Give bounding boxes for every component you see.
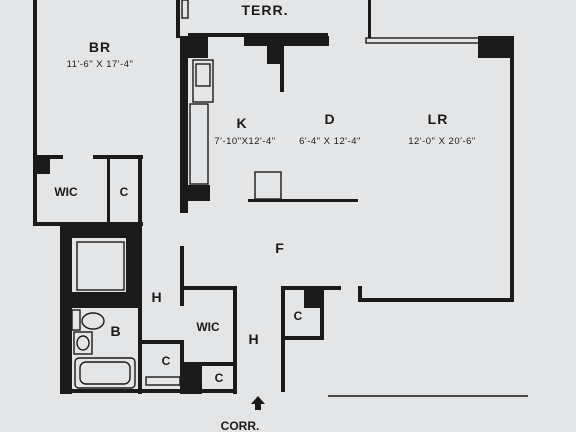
foyer-walls bbox=[180, 246, 341, 392]
dining-label: D bbox=[324, 111, 335, 127]
hall-wic-label: WIC bbox=[196, 320, 220, 334]
kitchen-walls bbox=[180, 36, 358, 213]
bedroom-walls bbox=[33, 0, 180, 226]
bath-label: B bbox=[110, 323, 121, 339]
hall-upper-label: H bbox=[151, 289, 162, 305]
bath-walls bbox=[60, 226, 142, 394]
hall-closet-label: C bbox=[215, 371, 224, 385]
bedroom-dims: 11'-6" X 17'-4" bbox=[67, 59, 134, 70]
living-room-label: LR bbox=[428, 111, 449, 127]
living-room-dims: 12'-0" X 20'-6" bbox=[408, 136, 476, 147]
foyer-label: F bbox=[275, 240, 285, 256]
kitchen-label: K bbox=[236, 115, 247, 131]
dining-dims: 6'-4" X 12'-4" bbox=[299, 136, 361, 147]
bath-closet-label: C bbox=[162, 354, 171, 368]
bedroom-label: BR bbox=[89, 39, 111, 55]
terrace-walls bbox=[181, 0, 487, 44]
corridor-label: CORR. bbox=[221, 419, 260, 432]
entry-arrow-icon bbox=[251, 396, 265, 410]
living-room-walls bbox=[358, 36, 514, 302]
terrace-label: TERR. bbox=[242, 2, 289, 18]
kitchen-dims: 7'-10"X12'-4" bbox=[214, 136, 275, 147]
hall-lower-label: H bbox=[248, 331, 259, 347]
lower-closet-walls bbox=[142, 340, 237, 394]
foyer-closet-label: C bbox=[294, 309, 303, 323]
bedroom-wic-label: WIC bbox=[54, 185, 78, 199]
bedroom-closet-label: C bbox=[120, 185, 129, 199]
